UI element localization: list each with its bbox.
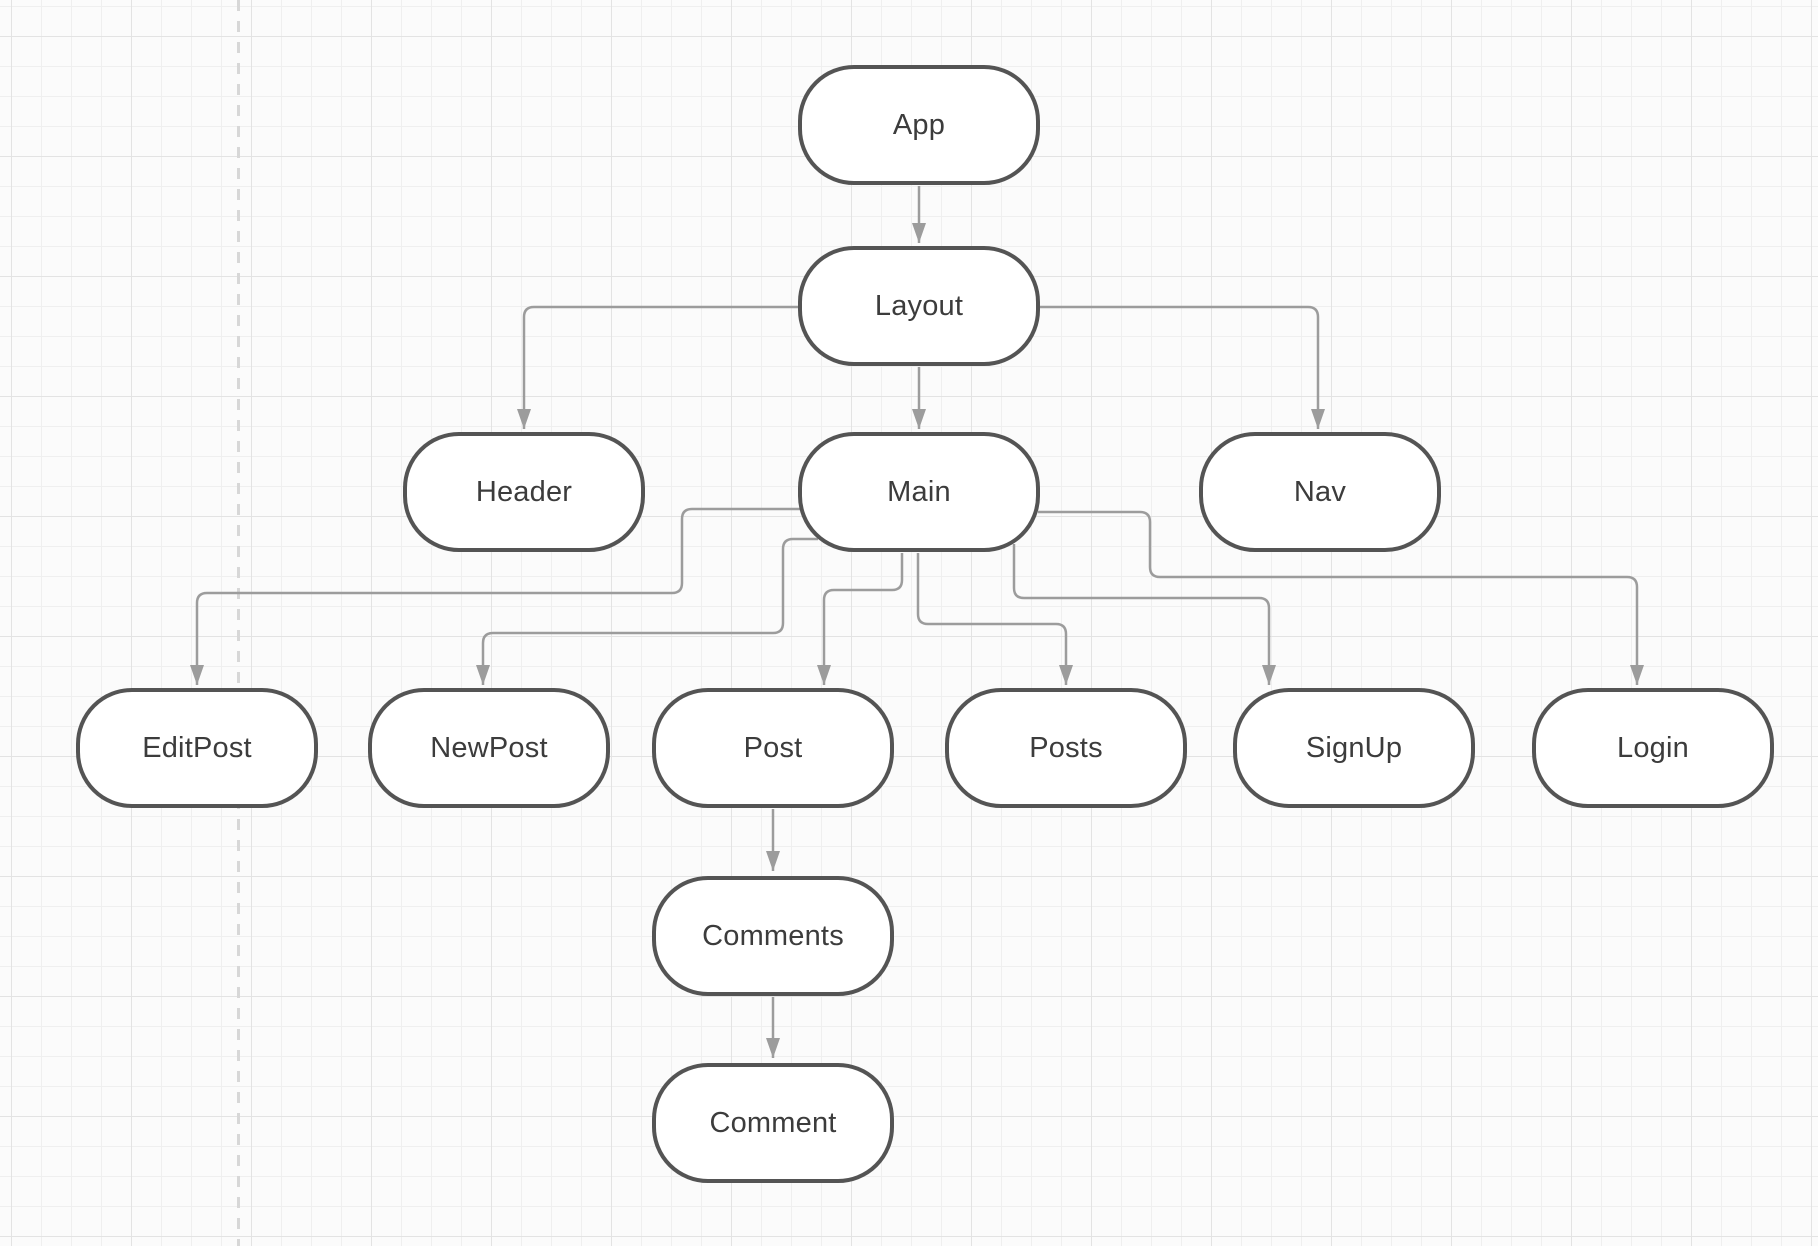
edge-main-signup[interactable] bbox=[1012, 544, 1276, 685]
node-login[interactable]: Login bbox=[1532, 688, 1774, 808]
node-layout[interactable]: Layout bbox=[798, 246, 1040, 366]
edge-layout-header[interactable] bbox=[517, 305, 798, 429]
page-boundary-guide bbox=[237, 0, 240, 1246]
node-label-header: Header bbox=[475, 475, 573, 508]
node-comments[interactable]: Comments bbox=[652, 876, 894, 996]
node-label-app: App bbox=[892, 108, 946, 141]
edge-main-posts[interactable] bbox=[916, 553, 1073, 685]
node-signup[interactable]: SignUp bbox=[1233, 688, 1475, 808]
node-post[interactable]: Post bbox=[652, 688, 894, 808]
node-label-posts: Posts bbox=[1029, 731, 1103, 764]
node-main[interactable]: Main bbox=[798, 432, 1040, 552]
node-editpost[interactable]: EditPost bbox=[76, 688, 318, 808]
node-nav[interactable]: Nav bbox=[1199, 432, 1441, 552]
edge-main-post[interactable] bbox=[817, 553, 904, 685]
edge-main-login[interactable] bbox=[1038, 510, 1644, 685]
node-label-main: Main bbox=[887, 475, 951, 508]
node-newpost[interactable]: NewPost bbox=[368, 688, 610, 808]
node-label-comment: Comment bbox=[709, 1106, 837, 1139]
node-label-newpost: NewPost bbox=[430, 731, 548, 764]
node-posts[interactable]: Posts bbox=[945, 688, 1187, 808]
node-header[interactable]: Header bbox=[403, 432, 645, 552]
node-label-nav: Nav bbox=[1293, 475, 1347, 508]
node-app[interactable]: App bbox=[798, 65, 1040, 185]
edge-layout-nav[interactable] bbox=[1040, 305, 1325, 429]
edge-main-newpost[interactable] bbox=[476, 537, 818, 685]
node-label-comments: Comments bbox=[702, 919, 844, 952]
node-label-post: Post bbox=[743, 731, 803, 764]
node-label-editpost: EditPost bbox=[142, 731, 252, 764]
node-label-login: Login bbox=[1617, 731, 1689, 764]
edge-main-editpost[interactable] bbox=[190, 507, 800, 685]
node-label-signup: SignUp bbox=[1305, 731, 1403, 764]
node-label-layout: Layout bbox=[874, 289, 964, 322]
node-comment[interactable]: Comment bbox=[652, 1063, 894, 1183]
